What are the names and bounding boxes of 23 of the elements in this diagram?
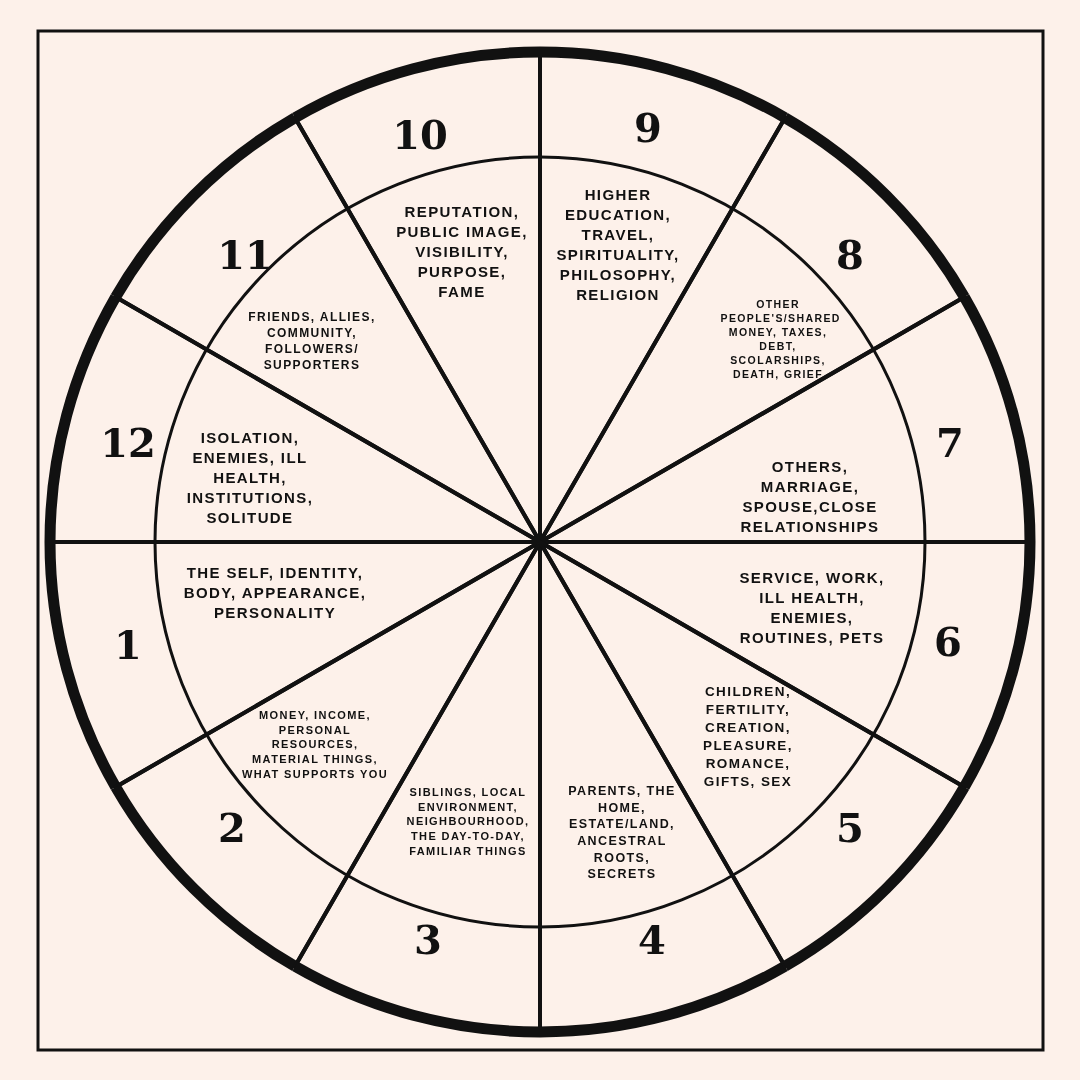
house-description: FRIENDS, ALLIES, COMMUNITY, FOLLOWERS/ SUPPORTERS [247, 310, 377, 374]
house-description: MONEY, INCOME, PERSONAL RESOURCES, MATERIAL THINGS, WHAT SUPPORTS YOU [240, 708, 390, 782]
house-number: 5 [836, 808, 864, 848]
house-description: THE SELF, IDENTITY, BODY, APPEARANCE, PERSONALITY [182, 563, 368, 623]
house-description: ISOLATION, ENEMIES, ILL HEALTH, INSTITUTIONS, SOLITUDE [185, 428, 315, 528]
house-description: REPUTATION, PUBLIC IMAGE, VISIBILITY, PURPOSE, FAME [395, 202, 529, 302]
house-description: SERVICE, WORK, ILL HEALTH, ENEMIES, ROUTINES, PETS [738, 568, 886, 648]
house-description: CHILDREN, FERTILITY, CREATION, PLEASURE, ROMANCE, GIFTS, SEX [702, 683, 794, 791]
house-number: 4 [638, 920, 666, 960]
house-number: 7 [936, 423, 964, 463]
house-number: 10 [392, 115, 448, 155]
house-number: 8 [836, 235, 864, 275]
house-description: PARENTS, THE HOME, ESTATE/LAND, ANCESTRAL ROOTS, SECRETS [567, 783, 677, 883]
house-number: 11 [217, 235, 273, 275]
house-description: OTHERS, MARRIAGE, SPOUSE,CLOSE RELATIONSHIPS [739, 457, 881, 537]
house-number: 9 [634, 108, 662, 148]
house-number: 1 [114, 625, 142, 665]
house-number: 12 [100, 423, 156, 463]
house-number: 6 [934, 622, 962, 662]
house-number: 3 [414, 920, 442, 960]
house-number: 2 [218, 808, 246, 848]
house-description: HIGHER EDUCATION, TRAVEL, SPIRITUALITY, PHILOSOPHY, RELIGION [555, 185, 681, 305]
house-description: SIBLINGS, LOCAL ENVIRONMENT, NEIGHBOURHOOD, THE DAY-TO-DAY, FAMILIAR THINGS [405, 785, 531, 859]
